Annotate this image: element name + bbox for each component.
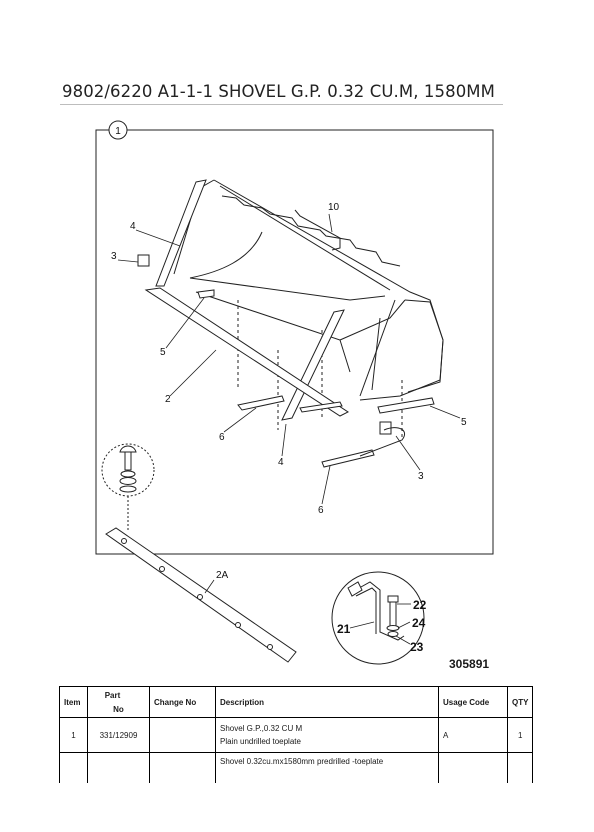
title-divider bbox=[60, 104, 503, 105]
row-description: Shovel G.P.,0.32 CU M Plain undrilled to… bbox=[215, 717, 439, 753]
diagram-frame bbox=[95, 129, 494, 555]
callout-4-top: 4 bbox=[130, 221, 136, 232]
column-header-qty: QTY bbox=[506, 686, 534, 718]
diagram-callouts: 10 4 3 5 2 6 4 6 3 5 bbox=[111, 202, 467, 516]
row-item bbox=[59, 752, 88, 783]
bolt-detail bbox=[101, 443, 155, 530]
row-usage-code: A bbox=[438, 717, 508, 753]
callout-5-left: 5 bbox=[160, 347, 166, 358]
side-cutting-edges bbox=[155, 179, 345, 421]
column-header-change-no: Change No bbox=[149, 686, 216, 718]
callout-6-bottom: 6 bbox=[318, 505, 324, 516]
column-header-part-no: Part No bbox=[87, 686, 150, 718]
callout-3-right: 3 bbox=[418, 471, 424, 482]
part-no-header-line1: Part bbox=[104, 690, 121, 700]
row-description-line1: Shovel G.P.,0.32 CU M bbox=[220, 724, 303, 733]
clamp-leaders bbox=[349, 603, 411, 645]
callout-23: 23 bbox=[410, 640, 424, 654]
row-usage-code bbox=[438, 752, 508, 783]
clamp-detail bbox=[331, 571, 425, 665]
row-qty bbox=[506, 752, 534, 783]
row-part-no bbox=[87, 752, 150, 783]
drawing-reference-number: 305891 bbox=[449, 657, 490, 671]
part-no-header-line2: No bbox=[113, 704, 124, 714]
parts-table: Item Part No Change No Description Usage… bbox=[59, 686, 534, 783]
leader-lines bbox=[117, 213, 461, 505]
view-number: 1 bbox=[115, 126, 121, 137]
row-part-no: 331/12909 bbox=[87, 717, 150, 753]
callout-5-right: 5 bbox=[461, 417, 467, 428]
view-number-badge bbox=[108, 120, 128, 140]
callout-2a: 2A bbox=[216, 570, 229, 581]
predrilled-toeplate bbox=[105, 527, 297, 663]
page-title: 9802/6220 A1-1-1 SHOVEL G.P. 0.32 CU.M, … bbox=[62, 82, 495, 101]
wear-strips bbox=[197, 289, 435, 468]
callout-6-left: 6 bbox=[219, 432, 225, 443]
callout-24: 24 bbox=[412, 616, 426, 630]
table-header-row: Item Part No Change No Description Usage… bbox=[59, 686, 534, 718]
callout-21: 21 bbox=[337, 622, 351, 636]
table-row: 1 331/12909 Shovel G.P.,0.32 CU M Plain … bbox=[59, 717, 534, 753]
column-header-usage-code: Usage Code bbox=[438, 686, 508, 718]
row-description-line2: Plain undrilled toeplate bbox=[220, 737, 301, 746]
callout-3-left: 3 bbox=[111, 251, 117, 262]
column-header-item: Item bbox=[59, 686, 88, 718]
callout-4-bottom: 4 bbox=[278, 457, 284, 468]
row-description: Shovel 0.32cu.mx1580mm predrilled -toepl… bbox=[215, 752, 439, 783]
bucket-body bbox=[173, 179, 444, 440]
leader-2a bbox=[204, 579, 215, 594]
table-row: Shovel 0.32cu.mx1580mm predrilled -toepl… bbox=[59, 752, 534, 783]
corner-plates bbox=[137, 254, 406, 457]
clamp-callouts: 22 24 21 23 bbox=[337, 598, 427, 654]
toeplate bbox=[144, 287, 349, 417]
row-change-no bbox=[149, 717, 216, 753]
callout-22: 22 bbox=[413, 598, 427, 612]
row-change-no bbox=[149, 752, 216, 783]
callout-2: 2 bbox=[165, 394, 171, 405]
row-item: 1 bbox=[59, 717, 88, 753]
column-header-description: Description bbox=[215, 686, 439, 718]
row-qty: 1 bbox=[506, 717, 534, 753]
callout-10: 10 bbox=[328, 202, 340, 213]
